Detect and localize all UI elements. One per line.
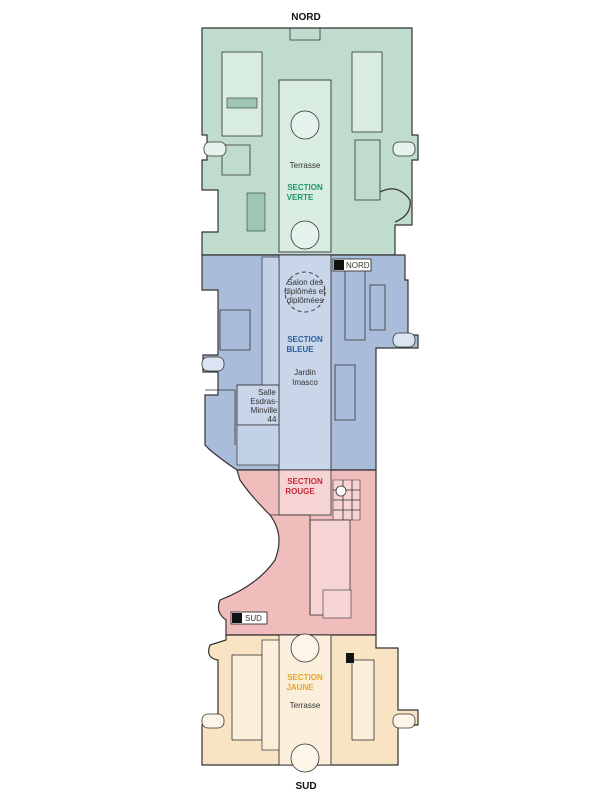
room-salon-line-2: diplômés et xyxy=(285,287,327,296)
room-jardin-line-1: Jardin xyxy=(294,368,316,377)
room-salle-line-3: Minville xyxy=(251,406,278,415)
section-verte-area xyxy=(201,27,419,256)
room-terrasse-nord: Terrasse xyxy=(290,161,321,170)
section-bleue-label-1: SECTION xyxy=(287,335,323,344)
section-jaune-area xyxy=(201,633,419,773)
room-salon-line-1: Salon des xyxy=(287,278,323,287)
section-verte-label-1: SECTION xyxy=(287,183,323,192)
exit-sud-label: SUD xyxy=(245,614,262,623)
section-rouge-area xyxy=(217,469,377,636)
section-bleue-area xyxy=(201,254,419,471)
exit-sud-icon xyxy=(232,613,242,623)
north-label: NORD xyxy=(291,12,320,23)
room-salle-line-1: Salle xyxy=(258,388,276,397)
room-jardin-line-2: Imasco xyxy=(292,378,318,387)
section-rouge-label-1: SECTION xyxy=(287,477,323,486)
room-terrasse-sud: Terrasse xyxy=(290,701,321,710)
section-jaune-label-2: JAUNE xyxy=(286,683,314,692)
exit-nord-icon xyxy=(334,260,344,270)
room-salle-line-4: 44 xyxy=(268,415,277,424)
section-bleue-label-2: BLEUE xyxy=(286,345,314,354)
south-label: SUD xyxy=(295,781,316,792)
section-rouge-label-2: ROUGE xyxy=(285,487,315,496)
room-salon-line-3: diplômées xyxy=(287,296,323,305)
section-verte-label-2: VERTE xyxy=(287,193,314,202)
exit-sud-marker: SUD xyxy=(230,611,268,625)
exit-nord-label: NORD xyxy=(346,261,370,270)
section-jaune-label-1: SECTION xyxy=(287,673,323,682)
room-salle-line-2: Esdras- xyxy=(250,397,278,406)
exit-nord-marker: NORD xyxy=(332,258,372,272)
